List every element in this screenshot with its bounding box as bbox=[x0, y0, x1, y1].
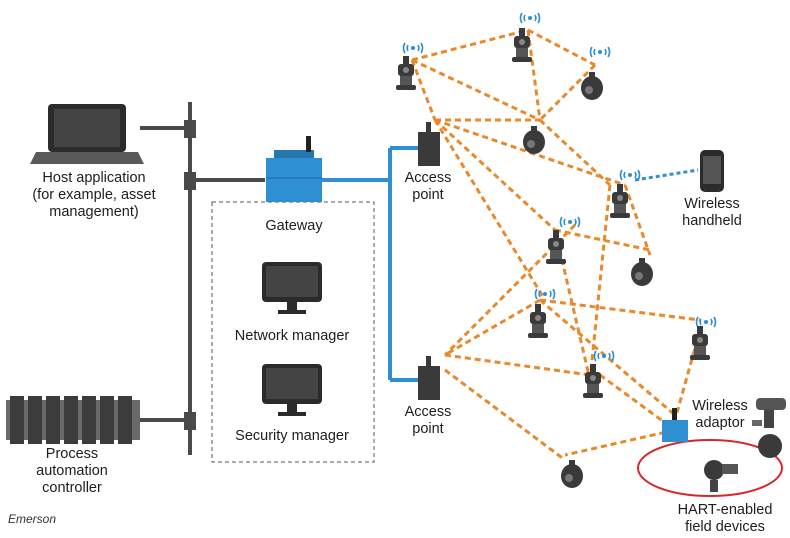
wired-bus bbox=[140, 102, 265, 455]
wireless-signal-icon bbox=[534, 288, 556, 300]
access-point-icon bbox=[418, 122, 440, 166]
access-point-top-line-2: point bbox=[412, 187, 444, 203]
process-controller-line-2: automation bbox=[36, 463, 108, 479]
wireless-adaptor-line-2: adaptor bbox=[695, 415, 745, 431]
wireless-handheld-line-2: handheld bbox=[682, 213, 742, 229]
host-application-line-1: Host application bbox=[42, 170, 146, 186]
hart-devices-line-1: HART-enabled bbox=[677, 502, 773, 518]
host-application-line-3: management) bbox=[49, 204, 139, 220]
hart-device-icon bbox=[752, 398, 786, 458]
hart-loop bbox=[637, 439, 783, 497]
hart-devices-line-2: field devices bbox=[685, 519, 765, 535]
wireless-adaptor-label: Wireless adaptor bbox=[690, 398, 750, 432]
gateway-icon bbox=[266, 136, 322, 202]
mesh-links bbox=[410, 28, 702, 462]
handheld-icon bbox=[700, 150, 724, 192]
access-point-icon bbox=[418, 356, 440, 400]
wireless-handheld-label: Wireless handheld bbox=[672, 196, 752, 230]
wireless-handheld-line-1: Wireless bbox=[684, 196, 740, 212]
access-point-top-label: Access point bbox=[396, 170, 460, 204]
transmitter-icon bbox=[528, 304, 548, 338]
monitor-icon bbox=[262, 262, 322, 314]
security-manager-label: Security manager bbox=[235, 428, 349, 444]
controller-icon bbox=[6, 396, 140, 444]
network-manager-label: Network manager bbox=[234, 328, 350, 344]
host-application-line-2: (for example, asset bbox=[32, 187, 156, 203]
laptop-icon bbox=[30, 104, 144, 164]
process-controller-line-3: controller bbox=[42, 480, 102, 496]
image-credit: Emerson bbox=[8, 512, 57, 526]
monitor-icon bbox=[262, 364, 322, 416]
wireless-signal-icon bbox=[519, 12, 541, 24]
wireless-adaptor-line-1: Wireless bbox=[692, 398, 748, 414]
access-point-bottom-label: Access point bbox=[396, 404, 460, 438]
handheld-link bbox=[634, 168, 699, 182]
transmitter-icon bbox=[631, 258, 653, 286]
transmitter-icon bbox=[523, 126, 545, 154]
hart-device-icon bbox=[704, 460, 738, 492]
transmitter-icon bbox=[561, 460, 583, 488]
adaptor-icon bbox=[662, 408, 688, 442]
gateway-label: Gateway bbox=[265, 218, 323, 234]
bus-connectors bbox=[184, 120, 196, 430]
wireless-signal-icon bbox=[589, 46, 611, 58]
access-point-bottom-line-2: point bbox=[412, 421, 444, 437]
wireless-signal-icon bbox=[402, 42, 424, 54]
wireless-signal-icon bbox=[559, 216, 581, 228]
gateway-uplink bbox=[322, 146, 418, 382]
access-point-bottom-line-1: Access bbox=[404, 404, 452, 420]
host-application-label: Host application (for example, asset man… bbox=[24, 170, 164, 221]
hart-devices-label: HART-enabled field devices bbox=[670, 502, 780, 536]
process-controller-line-1: Process bbox=[45, 446, 99, 462]
access-point-top-line-1: Access bbox=[404, 170, 452, 186]
process-controller-label: Process automation controller bbox=[22, 446, 122, 497]
